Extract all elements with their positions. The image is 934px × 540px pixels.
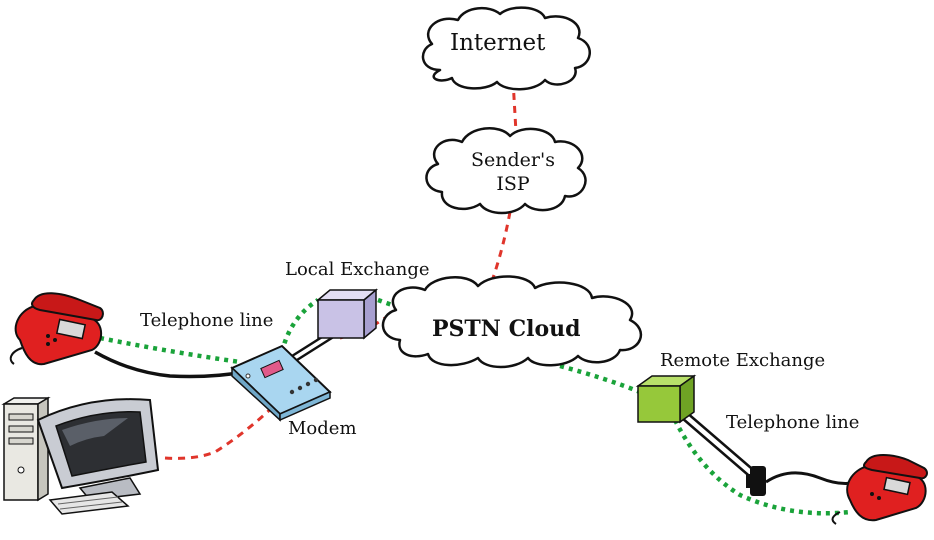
cable-phone-modem [94, 350, 246, 379]
isp-label-line1: Sender's [471, 149, 555, 171]
modem-device [230, 344, 332, 422]
telephone-line-left-label: Telephone line [140, 310, 274, 331]
remote-exchange-label: Remote Exchange [660, 350, 826, 371]
remote-exchange-box [635, 374, 697, 424]
telephone-left [9, 292, 104, 366]
telephone-right [831, 454, 928, 525]
local-exchange-box [315, 288, 379, 340]
link-modem-computer [164, 396, 284, 460]
link-phone-modem-green [99, 335, 241, 365]
link-pstn-remote-green [559, 363, 641, 395]
link-internet-isp [511, 79, 518, 133]
cable-modem-local-b [296, 334, 336, 362]
isp-label-line2: ISP [496, 173, 530, 195]
local-exchange-label: Local Exchange [285, 259, 430, 280]
link-local-pstn-green [377, 297, 396, 309]
telephone-line-right-label: Telephone line [726, 412, 860, 433]
modem-label: Modem [288, 418, 357, 439]
pstn-label: PSTN Cloud [432, 316, 581, 342]
pstn-cloud [381, 275, 642, 369]
internet-cloud [421, 6, 591, 91]
cable-remote-jack-a [685, 411, 759, 475]
link-isp-pstn [486, 211, 512, 293]
cable-remote-jack-b [681, 417, 755, 481]
internet-label: Internet [450, 30, 546, 56]
computer [1, 396, 160, 515]
isp-cloud [425, 127, 587, 215]
link-remote-phone-green [672, 418, 851, 516]
isp-label: Sender's ISP [448, 148, 578, 196]
wall-jack [746, 466, 766, 496]
